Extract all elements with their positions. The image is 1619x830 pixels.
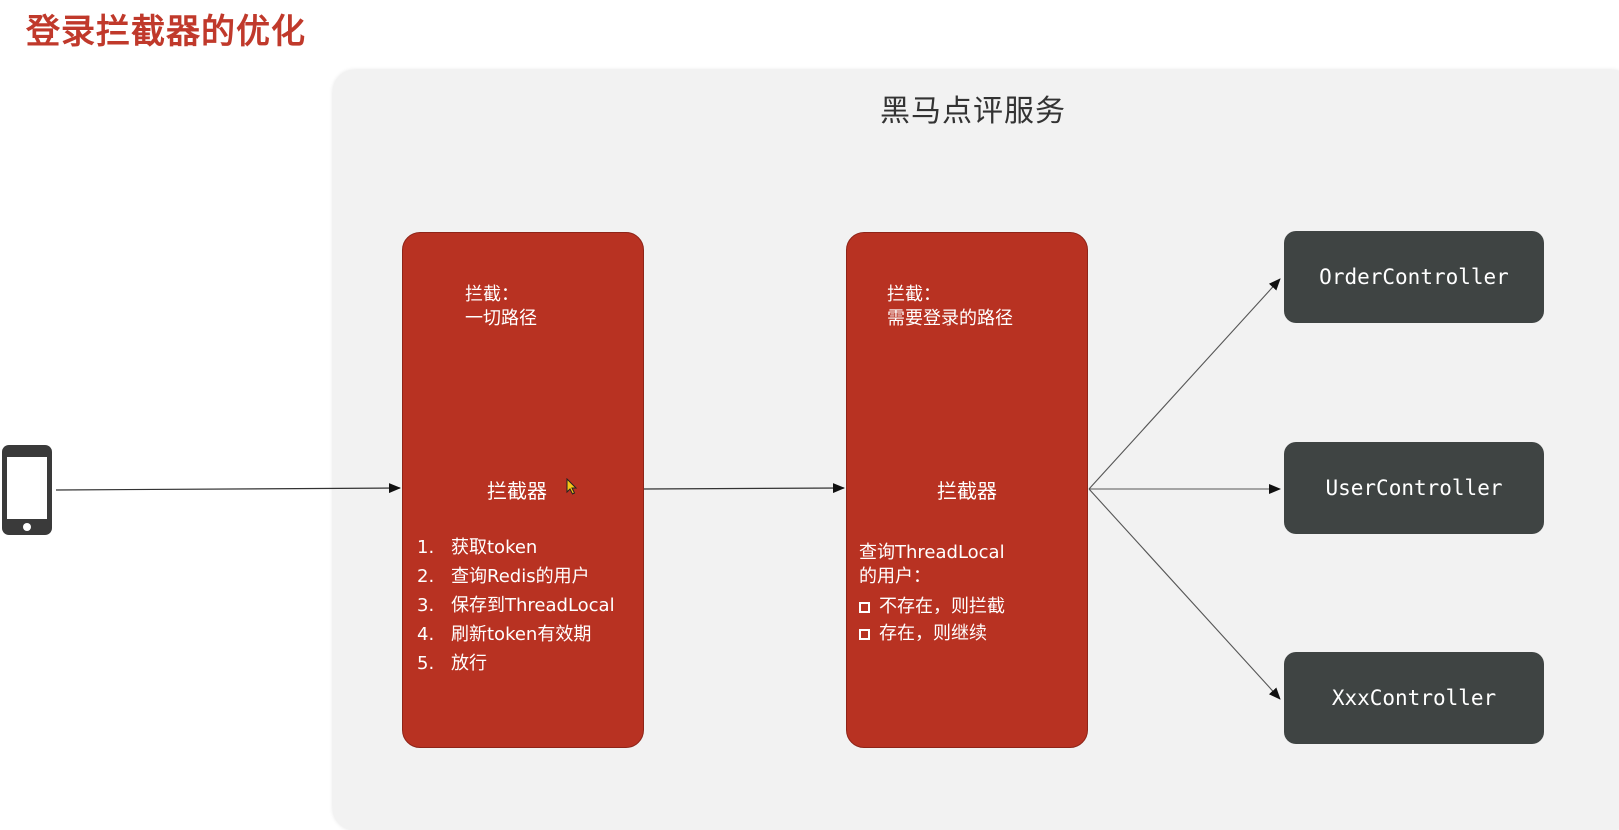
user-controller: UserController (1284, 442, 1544, 534)
interceptor1-scope: 拦截： 一切路径 (465, 284, 537, 329)
step-item: 3.保存到ThreadLocal (417, 595, 615, 616)
cursor-icon (566, 478, 578, 495)
interceptor-login-paths: 拦截： 需要登录的路径 拦截器 查询ThreadLocal 的用户： 不存在，则… (846, 232, 1088, 748)
interceptor2-check: 查询ThreadLocal 的用户： (859, 542, 1005, 587)
interceptor2-name: 拦截器 (937, 479, 997, 503)
step-item: 5.放行 (417, 653, 487, 674)
arrow-interceptor1-to-interceptor2 (642, 483, 845, 494)
arrow-to-order-controller (1088, 278, 1281, 490)
step-item: 4.刷新token有效期 (417, 624, 592, 645)
option-item: 存在，则继续 (859, 620, 1005, 647)
interceptor2-options: 不存在，则拦截 存在，则继续 (859, 593, 1005, 647)
checkbox-icon (859, 602, 870, 613)
checkbox-icon (859, 629, 870, 640)
flow-arrows (55, 278, 1281, 700)
interceptor1-steps: 1.获取token 2.查询Redis的用户 3.保存到ThreadLocal … (417, 533, 615, 678)
step-item: 1.获取token (417, 537, 538, 558)
option-item: 不存在，则拦截 (859, 593, 1005, 620)
xxx-controller: XxxController (1284, 652, 1544, 744)
arrow-client-to-interceptor1 (55, 483, 401, 494)
phone-icon (2, 445, 52, 535)
service-title: 黑马点评服务 (880, 94, 1066, 129)
page-title: 登录拦截器的优化 (26, 12, 306, 52)
interceptor-all-paths: 拦截： 一切路径 拦截器 1.获取token 2.查询Redis的用户 3.保存… (402, 232, 644, 748)
interceptor1-name: 拦截器 (487, 479, 547, 503)
arrow-to-xxx-controller (1088, 488, 1281, 700)
interceptor2-scope: 拦截： 需要登录的路径 (887, 284, 1013, 329)
order-controller: OrderController (1284, 231, 1544, 323)
step-item: 2.查询Redis的用户 (417, 566, 590, 587)
